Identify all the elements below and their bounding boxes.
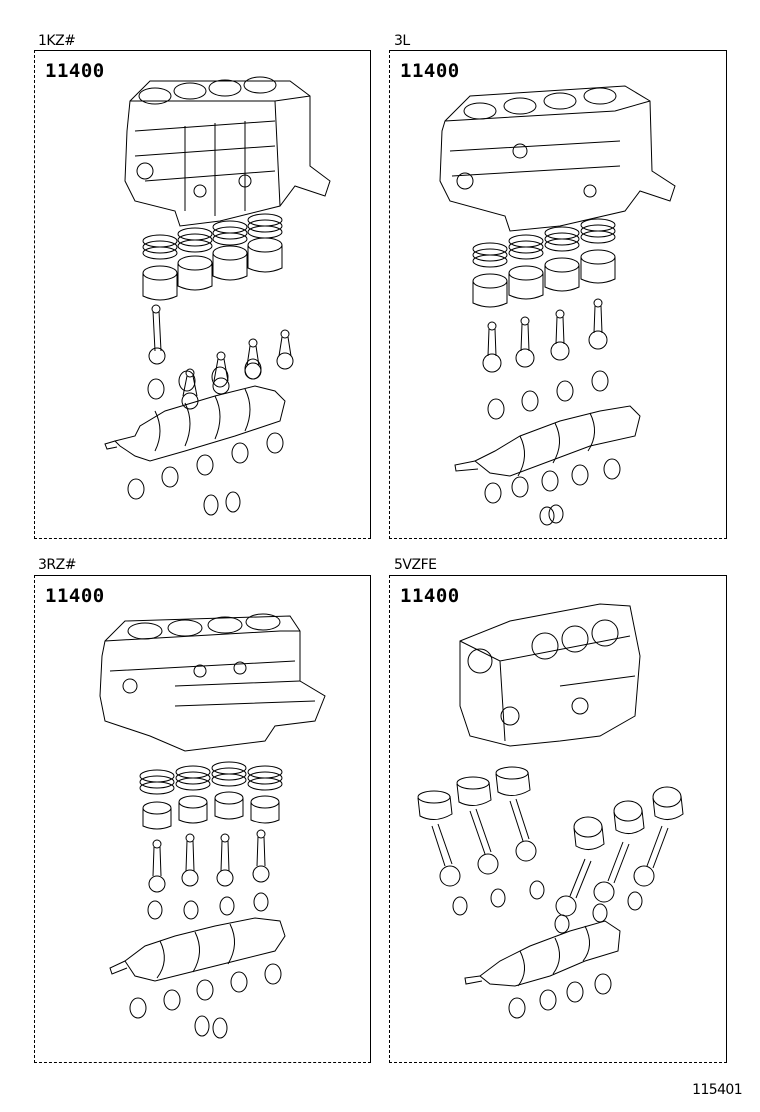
connecting-rods-icon: [483, 299, 607, 372]
connecting-rods-icon: [432, 799, 668, 916]
main-bearings-icon: [130, 964, 281, 1018]
pistons-icon: [143, 238, 282, 300]
cylinder-block-icon: [440, 86, 675, 231]
panel-1kz[interactable]: 11400: [34, 50, 371, 539]
thrust-washers-icon: [195, 1016, 227, 1038]
main-bearings-icon: [509, 974, 611, 1018]
engine-code-label-3l: 3L: [394, 33, 410, 49]
main-bearings-icon: [128, 433, 283, 499]
panel-3l[interactable]: 11400: [389, 50, 727, 539]
part-number-3rz[interactable]: 11400: [45, 585, 105, 607]
pistons-icon: [473, 250, 615, 307]
part-number-1kz[interactable]: 11400: [45, 60, 105, 82]
rod-bearings-icon: [148, 893, 268, 919]
pistons-icon: [418, 767, 683, 850]
piston-rings-icon: [473, 219, 615, 267]
short-block-drawing-v6[interactable]: [390, 576, 728, 1064]
cylinder-block-icon: [100, 614, 325, 751]
thrust-washers-icon: [204, 492, 240, 515]
rod-bearings-icon: [453, 881, 642, 933]
main-bearings-icon: [485, 459, 620, 503]
crankshaft-icon: [105, 386, 285, 461]
cylinder-block-icon: [460, 604, 640, 746]
panel-5vzfe[interactable]: 11400: [389, 575, 727, 1063]
connecting-rods-icon: [149, 830, 269, 892]
short-block-drawing-inline4[interactable]: [390, 51, 728, 540]
diagram-id: 115401: [692, 1082, 742, 1098]
engine-code-label-3rz: 3RZ#: [38, 557, 76, 573]
part-number-5vzfe[interactable]: 11400: [400, 585, 460, 607]
engine-code-label-5vzfe: 5VZFE: [394, 557, 437, 573]
piston-rings-icon: [143, 214, 282, 259]
short-block-drawing-inline4[interactable]: [35, 51, 372, 540]
part-number-3l[interactable]: 11400: [400, 60, 460, 82]
crankshaft-icon: [110, 918, 285, 981]
rod-bearings-icon: [488, 371, 608, 419]
pistons-icon: [143, 792, 279, 829]
short-block-drawing-inline4[interactable]: [35, 576, 372, 1064]
piston-rings-icon: [140, 762, 282, 794]
thrust-washers-icon: [540, 505, 563, 525]
engine-code-label-1kz: 1KZ#: [38, 33, 76, 49]
cylinder-block-icon: [125, 77, 330, 226]
crankshaft-icon: [455, 406, 640, 476]
rod-bearings-icon: [148, 359, 261, 399]
crankshaft-icon: [465, 921, 620, 986]
connecting-rods-icon: [149, 305, 293, 409]
panel-3rz[interactable]: 11400: [34, 575, 371, 1063]
